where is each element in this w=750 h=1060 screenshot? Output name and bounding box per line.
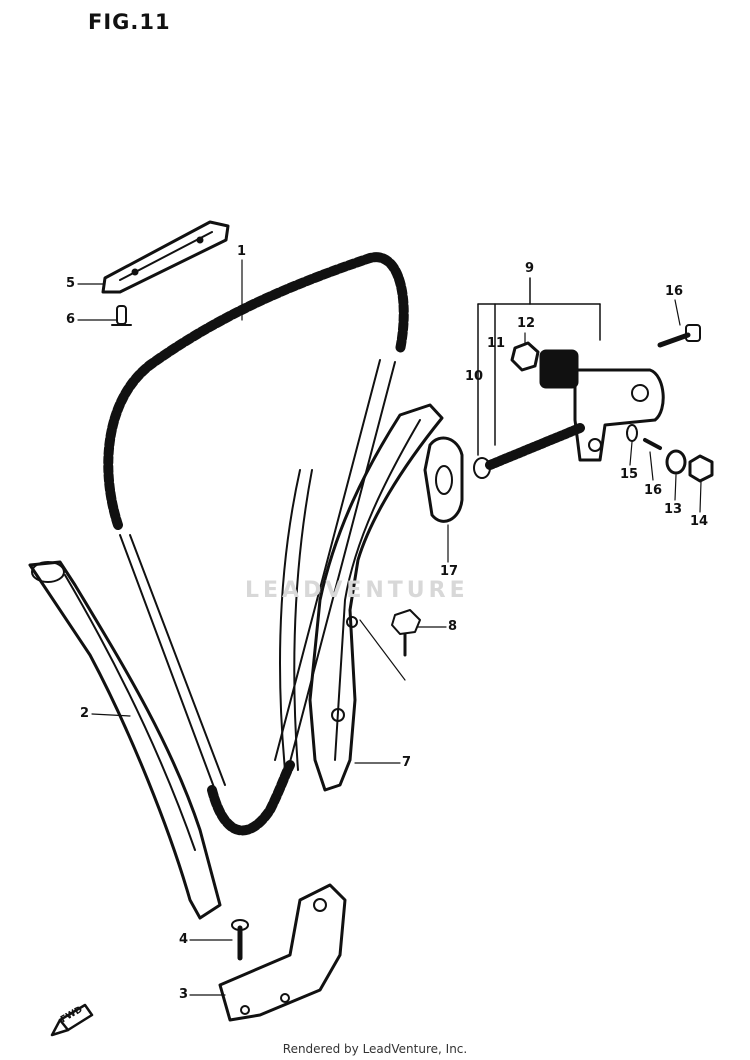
part-17-gasket [423,436,464,523]
callout-9: 9 [525,261,535,276]
part-2-front-guide [28,560,222,920]
render-credit: Rendered by LeadVenture, Inc. [282,1042,468,1056]
callout-5: 5 [66,276,76,291]
callout-2: 2 [80,706,90,721]
part-16-bolt-top [657,324,701,348]
part-12-nut [510,341,540,372]
part-3-lower-bracket [218,883,347,1022]
callout-13: 13 [664,502,683,517]
part-1-cam-chain [103,252,409,836]
callout-11: 11 [487,336,506,351]
part-15-o-ring [626,424,638,442]
callout-14: 14 [690,514,709,529]
part-4-bolt [231,919,249,961]
direction-arrow-icon [50,1003,94,1037]
callout-16-side: 16 [644,483,663,498]
callout-8: 8 [448,619,458,634]
part-5-upper-guide [101,220,230,294]
callout-6: 6 [66,312,76,327]
figure-title: FIG.11 [88,10,171,34]
callout-10: 10 [465,369,484,384]
part-16-screw-side [643,438,662,450]
callout-15: 15 [620,467,639,482]
callout-3: 3 [179,987,189,1002]
callout-16-top: 16 [665,284,684,299]
part-6-screw [111,305,132,326]
callout-7: 7 [402,755,412,770]
part-10-pushrod-spring [473,423,585,479]
callout-4: 4 [179,932,189,947]
part-8-bolt [391,609,421,657]
callout-12: 12 [517,316,536,331]
part-13-washer [665,449,687,475]
bracket-lines-9 [477,277,601,456]
leader-lines [77,259,702,996]
part-9-tensioner-assembly [539,349,665,462]
callout-1: 1 [237,244,247,259]
callout-17: 17 [440,564,459,579]
watermark: LEADVENTURE [245,578,469,603]
part-7-tensioner-guide [279,403,444,792]
part-14-cap-nut [688,454,714,483]
